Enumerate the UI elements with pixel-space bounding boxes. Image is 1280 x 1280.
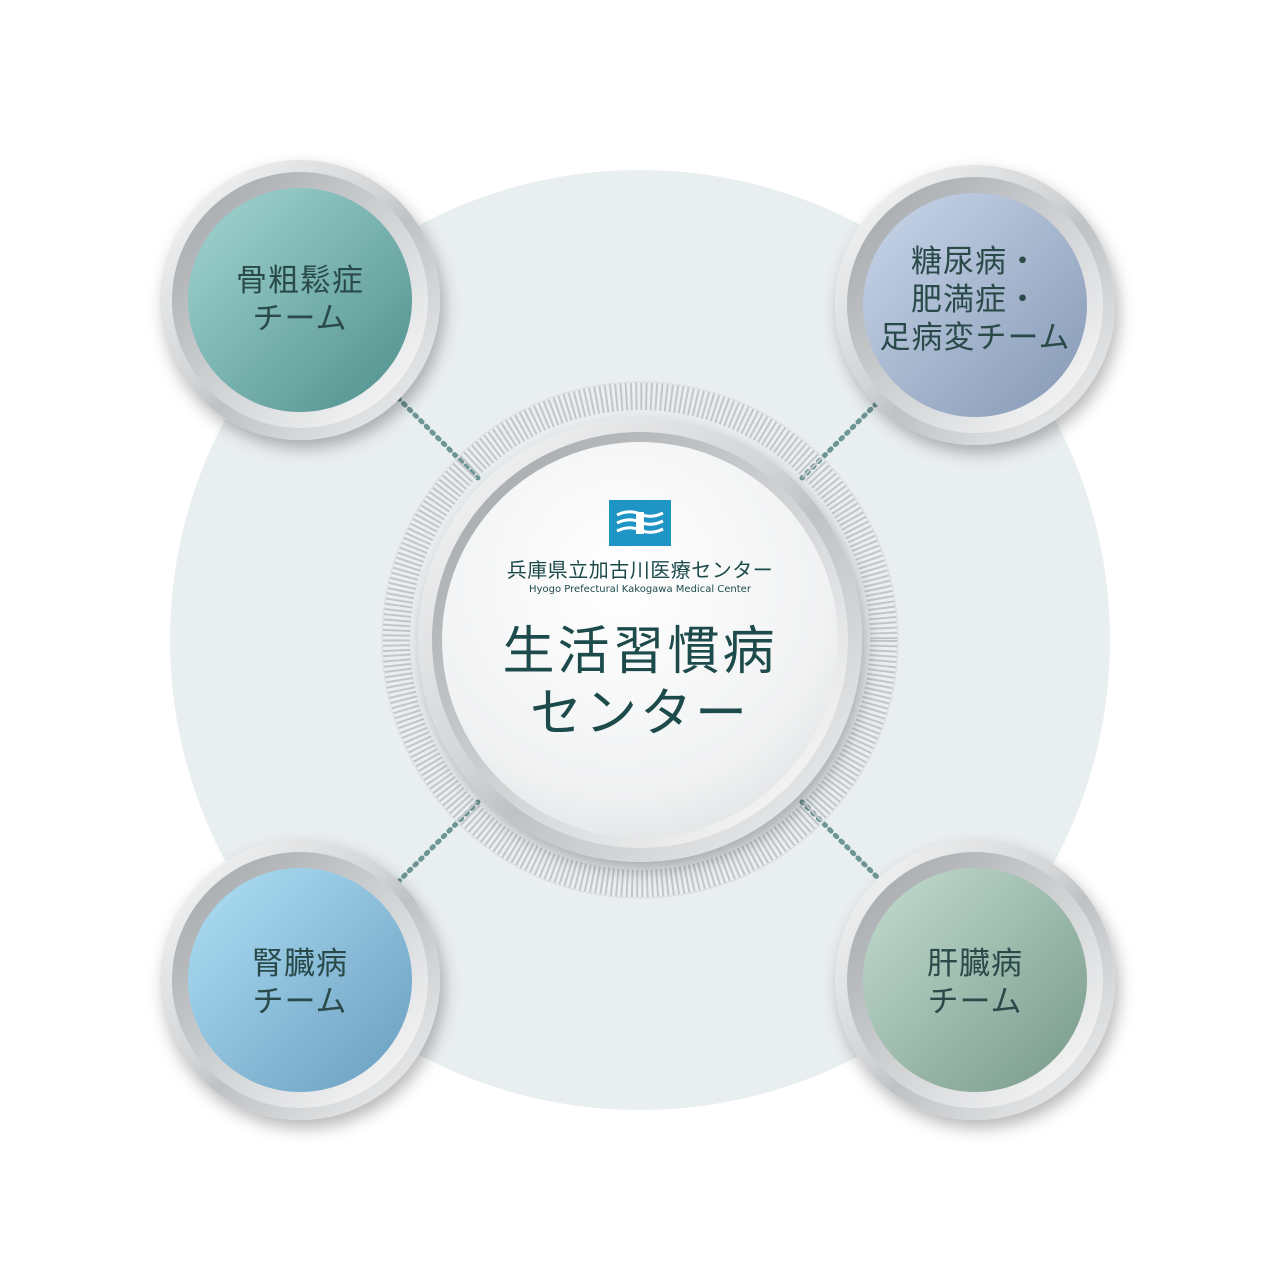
team-circle-diabetes — [835, 165, 1115, 445]
team-circle-kidney — [160, 840, 440, 1120]
center-content: 兵庫県立加古川医療センター Hyogo Prefectural Kakogawa… — [440, 500, 840, 745]
hospital-logo-icon — [609, 500, 671, 546]
team-label-line: 糖尿病・ — [911, 244, 1039, 280]
org-name-ja: 兵庫県立加古川医療センター — [506, 558, 774, 582]
tick-ring — [382, 382, 898, 898]
org-name-en: Hyogo Prefectural Kakogawa Medical Cente… — [529, 584, 751, 595]
team-circle-osteoporosis — [160, 160, 440, 440]
connector-osteoporosis — [395, 395, 481, 481]
team-label-osteoporosis: 骨粗鬆症 チーム — [200, 262, 400, 338]
connector-kidney — [395, 799, 481, 885]
team-circle-liver — [835, 840, 1115, 1120]
team-label-line: 足病変チーム — [879, 320, 1071, 356]
team-label-kidney: 腎臓病 チーム — [200, 945, 400, 1021]
team-label-line: 肥満症・ — [911, 282, 1039, 318]
team-label-diabetes: 糖尿病・ 肥満症・ 足病変チーム — [865, 243, 1085, 357]
team-label-line: チーム — [252, 301, 348, 337]
team-label-liver: 肝臓病 チーム — [875, 945, 1075, 1021]
center-title-line1: 生活習慣病 — [502, 622, 778, 682]
team-label-line: 肝臓病 — [927, 946, 1023, 982]
team-label-line: チーム — [252, 984, 348, 1020]
team-label-line: 腎臓病 — [252, 946, 348, 982]
center-title-line2: センター — [529, 684, 750, 744]
team-label-line: チーム — [927, 984, 1023, 1020]
team-label-line: 骨粗鬆症 — [236, 263, 364, 299]
center-face — [442, 442, 838, 838]
